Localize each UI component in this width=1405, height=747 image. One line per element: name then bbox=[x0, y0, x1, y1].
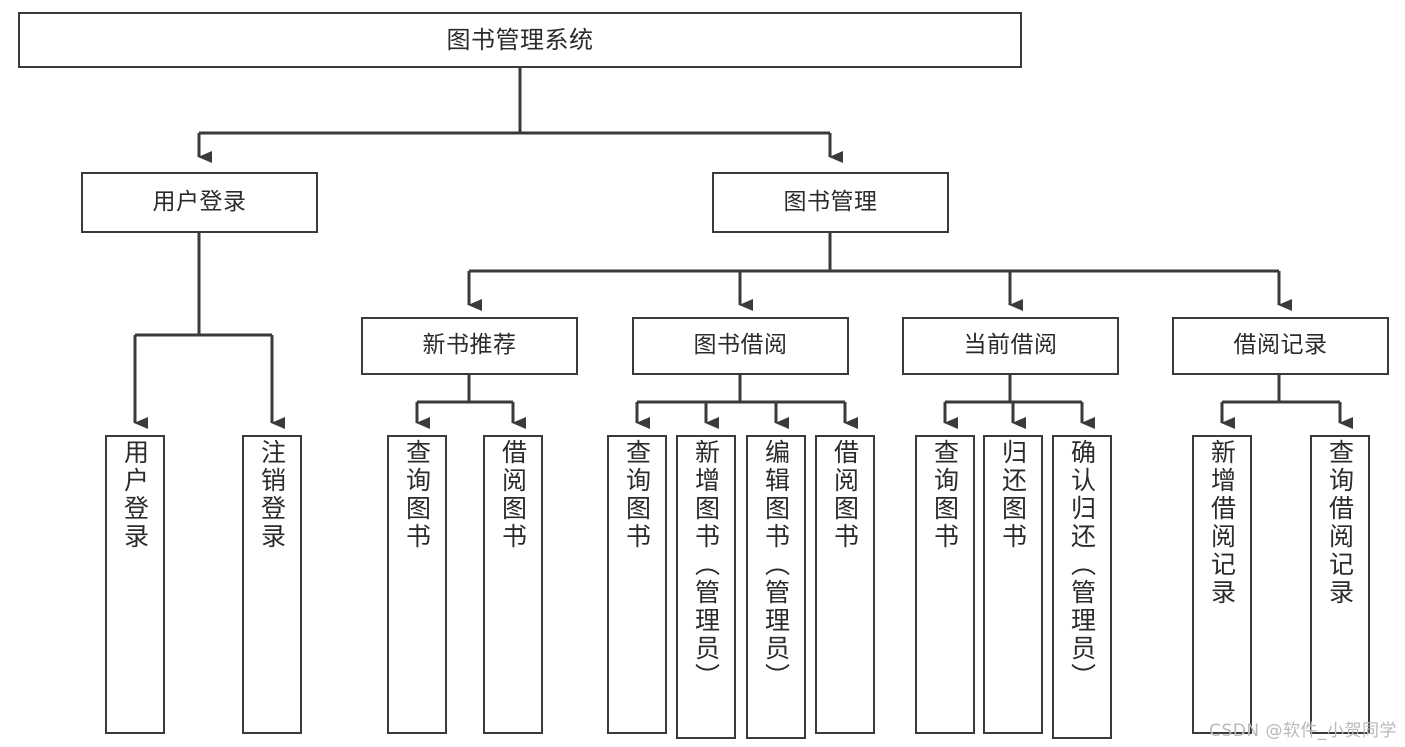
node-label: 当前借阅 bbox=[963, 332, 1058, 359]
node-label: 借阅图书 bbox=[830, 439, 860, 551]
node-label: 查询图书 bbox=[402, 439, 432, 551]
leaf-borrow-add-book-admin[interactable]: 新增图书（管理员） bbox=[676, 435, 736, 739]
node-label: 图书借阅 bbox=[693, 332, 788, 359]
leaf-user-login-logout[interactable]: 注销登录 bbox=[242, 435, 302, 734]
leaf-user-login-login[interactable]: 用户登录 bbox=[105, 435, 165, 734]
node-current-borrow[interactable]: 当前借阅 bbox=[902, 317, 1119, 375]
node-label: 图书管理系统 bbox=[446, 25, 594, 54]
node-label: 借阅图书 bbox=[498, 439, 528, 551]
node-label: 新书推荐 bbox=[422, 332, 517, 359]
node-label: 查询借阅记录 bbox=[1325, 439, 1355, 607]
node-label: 确认归还（管理员） bbox=[1067, 439, 1097, 691]
leaf-borrow-query-book[interactable]: 查询图书 bbox=[607, 435, 667, 734]
node-label: 新增借阅记录 bbox=[1207, 439, 1237, 607]
leaf-record-query-record[interactable]: 查询借阅记录 bbox=[1310, 435, 1370, 734]
node-new-book-recommend[interactable]: 新书推荐 bbox=[361, 317, 578, 375]
leaf-borrow-edit-book-admin[interactable]: 编辑图书（管理员） bbox=[746, 435, 806, 739]
node-label: 新增图书（管理员） bbox=[691, 439, 721, 691]
leaf-current-confirm-return-admin[interactable]: 确认归还（管理员） bbox=[1052, 435, 1112, 739]
node-label: 编辑图书（管理员） bbox=[761, 439, 791, 691]
leaf-current-return-book[interactable]: 归还图书 bbox=[983, 435, 1043, 734]
node-label: 归还图书 bbox=[998, 439, 1028, 551]
node-label: 查询图书 bbox=[930, 439, 960, 551]
node-root-system[interactable]: 图书管理系统 bbox=[18, 12, 1022, 68]
leaf-borrow-borrow-book[interactable]: 借阅图书 bbox=[815, 435, 875, 734]
node-label: 注销登录 bbox=[257, 439, 287, 551]
node-book-management[interactable]: 图书管理 bbox=[712, 172, 949, 233]
node-user-login[interactable]: 用户登录 bbox=[81, 172, 318, 233]
leaf-new-book-query[interactable]: 查询图书 bbox=[387, 435, 447, 734]
node-label: 用户登录 bbox=[120, 439, 150, 551]
node-borrow-record[interactable]: 借阅记录 bbox=[1172, 317, 1389, 375]
node-label: 图书管理 bbox=[783, 188, 878, 215]
node-label: 查询图书 bbox=[622, 439, 652, 551]
leaf-record-add-record[interactable]: 新增借阅记录 bbox=[1192, 435, 1252, 734]
watermark-text: CSDN @软件_小贺同学 bbox=[1209, 721, 1397, 741]
node-book-borrow[interactable]: 图书借阅 bbox=[632, 317, 849, 375]
leaf-new-book-borrow[interactable]: 借阅图书 bbox=[483, 435, 543, 734]
node-label: 借阅记录 bbox=[1233, 332, 1328, 359]
node-label: 用户登录 bbox=[152, 188, 247, 215]
leaf-current-query-book[interactable]: 查询图书 bbox=[915, 435, 975, 734]
